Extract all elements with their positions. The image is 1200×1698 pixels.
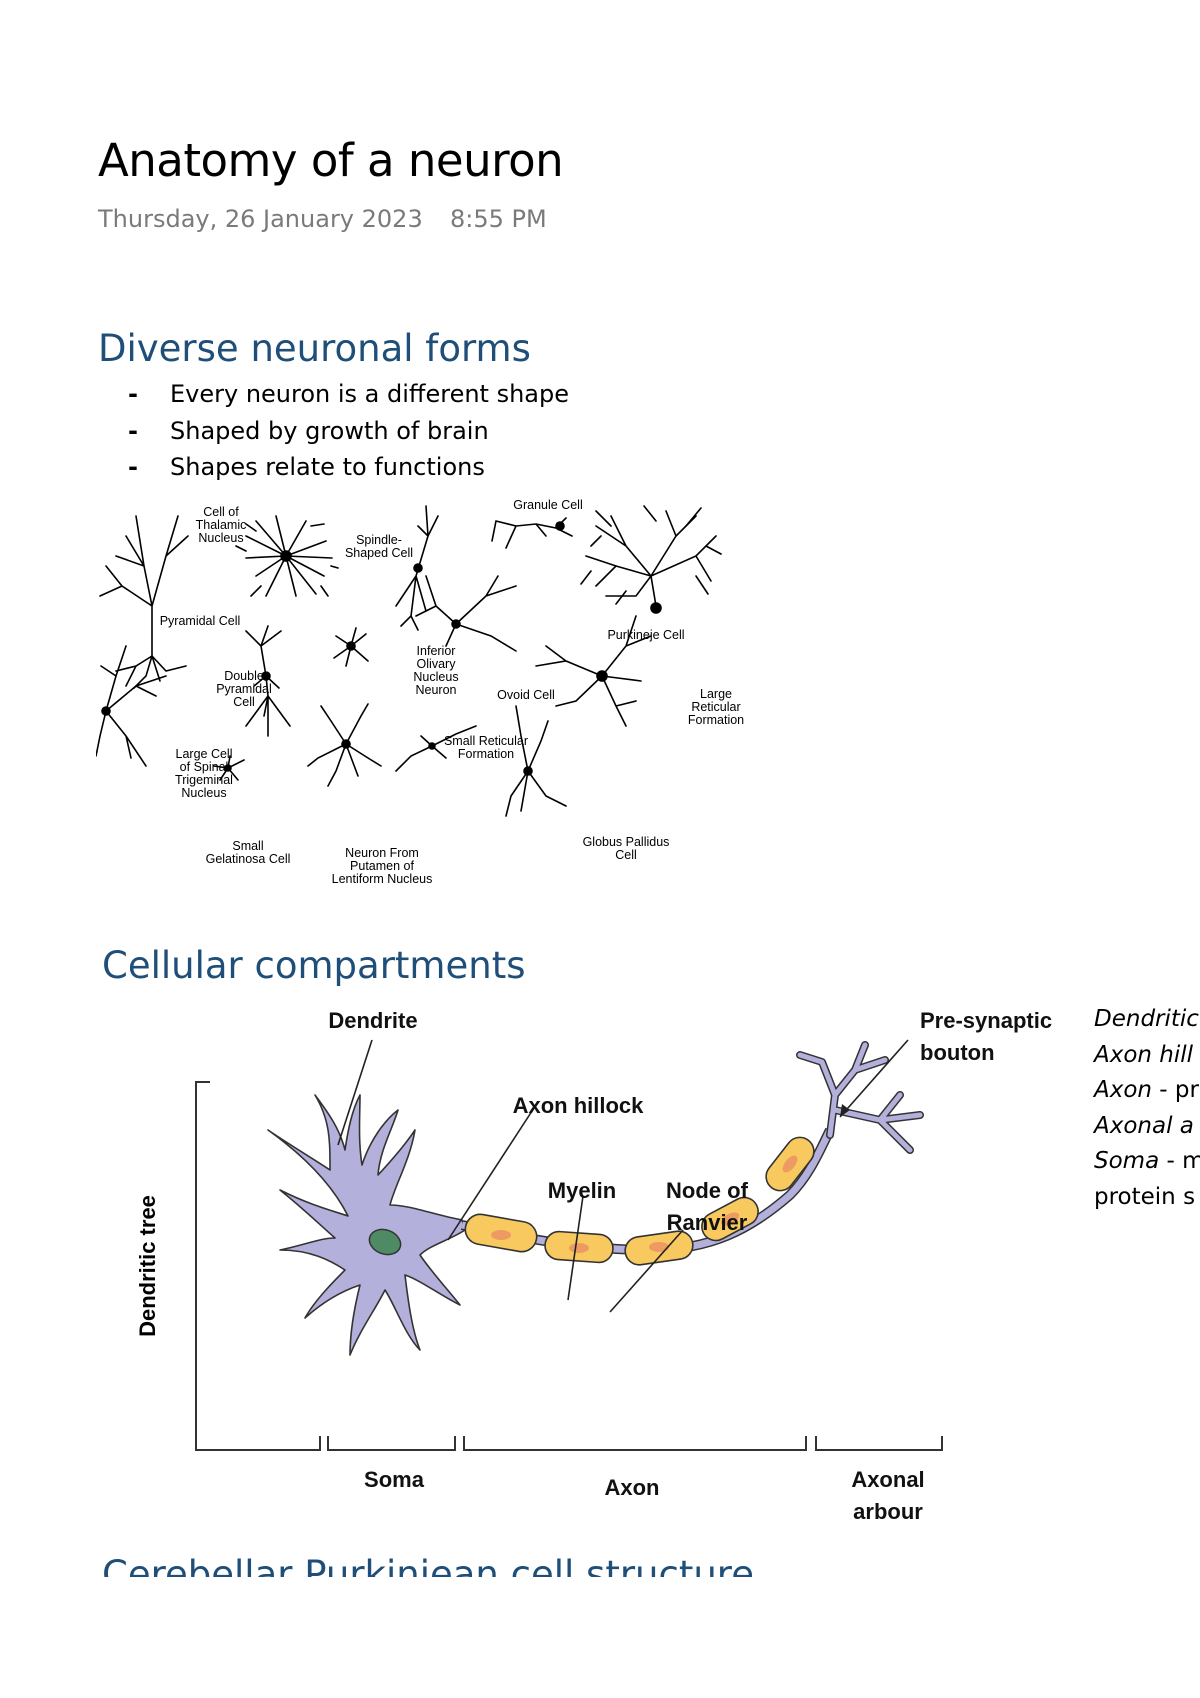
axonal-arbour-fill [797,1042,923,1153]
soma-bracket [327,1436,456,1451]
globus-pallidus-cell-drawing [505,705,567,817]
label-axon-hillock: Axon hillock [513,1093,645,1118]
thalamic-cell-drawing [235,515,339,597]
label-spindle: Spindle-Shaped Cell [345,533,413,560]
small-gelatinosa-cell-drawing [213,755,245,781]
large-spinal-cell-drawing [96,645,167,767]
section-heading-diverse-forms: Diverse neuronal forms [98,327,531,370]
neuron-compartments-diagram: Dendritic tree [135,1008,1052,1524]
side-note-line: Axon - pr [1094,1077,1199,1103]
axon-drawing [460,1127,835,1266]
label-dendrite: Dendrite [328,1008,417,1033]
label-purkinje: Purkineje Cell [607,628,684,642]
neuron-soma-drawing [267,1094,466,1356]
list-item: -Shapes relate to functions [128,453,485,481]
section-heading-compartments: Cellular compartments [102,944,526,987]
large-reticular-cell-drawing [535,615,652,727]
ovoid-cell-drawing [415,575,517,652]
label-granule: Granule Cell [513,498,582,512]
page-title: Anatomy of a neuron [98,134,564,187]
list-item: -Every neuron is a different shape [128,380,569,408]
label-soma: Soma [364,1467,425,1492]
nucleus-drawing [368,1228,402,1256]
list-item: -Shaped by growth of brain [128,416,489,445]
purkinje-cell-drawing [580,505,722,614]
side-notes: Dendritic Axon hill Axon - pr Axonal a S… [1094,1002,1200,1215]
side-note-line: Dendritic [1094,1006,1199,1032]
label-pyramidal: Pyramidal Cell [160,614,241,628]
pyramidal-cell-drawing [99,515,189,689]
side-note-line: Axon hill [1094,1041,1194,1068]
small-reticular-cell-drawing [395,725,477,772]
inferior-olivary-cell-drawing [333,627,369,667]
side-note-line: Axonal a [1094,1112,1194,1139]
side-note-line: protein s [1094,1183,1196,1210]
bullet-list: -Every neuron is a different shape -Shap… [128,376,569,486]
page-time: 8:55 PM [450,205,547,233]
label-dendritic-tree: Dendritic tree [135,1195,160,1337]
page-date: Thursday, 26 January 2023 [98,205,423,233]
double-pyramidal-cell-drawing [245,625,291,737]
section-heading-purkinje: Cerebellar Purkiniean cell structure [102,1553,754,1577]
axon-bracket [463,1436,807,1451]
label-myelin: Myelin [548,1178,616,1203]
spindle-cell-drawing [395,505,439,631]
label-ovoid: Ovoid Cell [497,688,555,702]
side-note-line: Soma - m [1094,1148,1200,1174]
label-axon: Axon [605,1475,660,1500]
axonal-arbour-bracket [815,1436,943,1451]
granule-cell-drawing [491,517,573,549]
putamen-neuron-drawing [307,703,382,787]
